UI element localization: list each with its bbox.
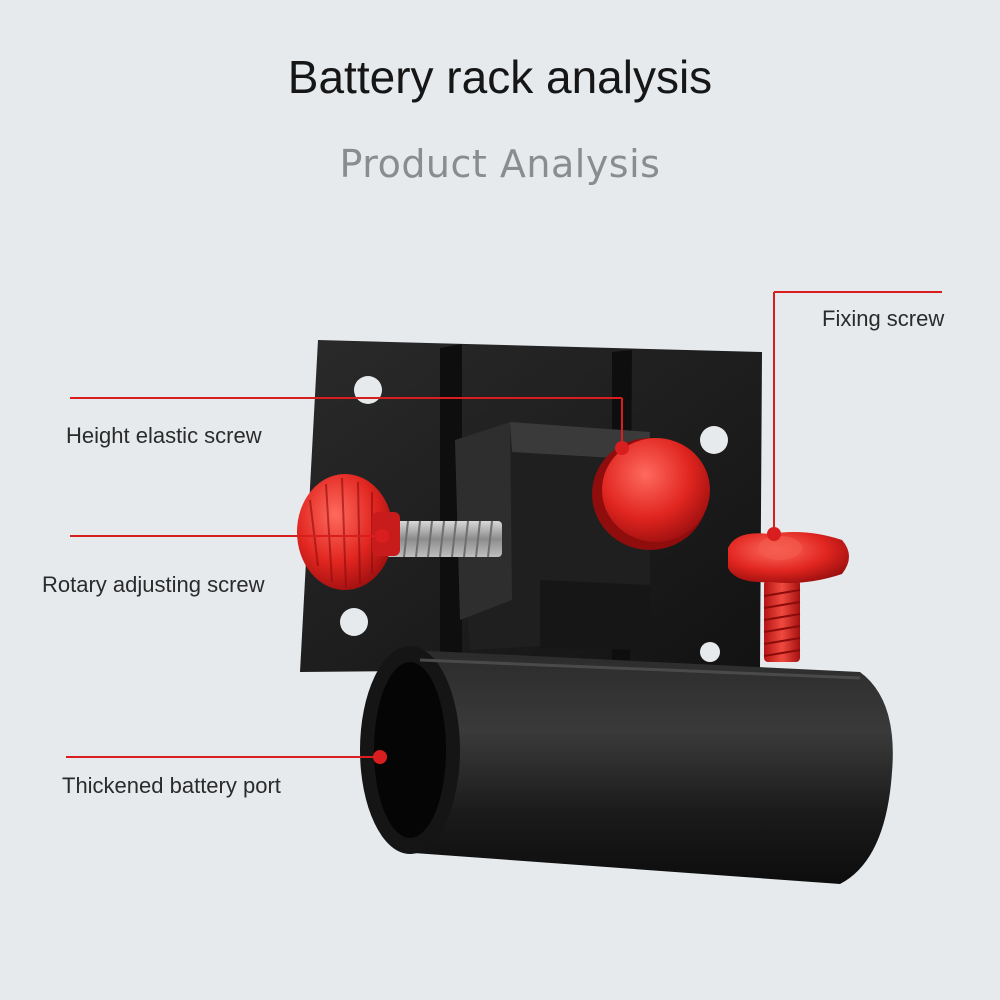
mounting-hole — [700, 426, 728, 454]
callout-fixing-screw — [767, 291, 942, 541]
fixing-screw — [728, 532, 849, 662]
clamp-block — [455, 422, 650, 650]
rotary-screw-thread — [380, 520, 502, 558]
page-title: Battery rack analysis — [287, 51, 713, 103]
mounting-hole — [700, 642, 720, 662]
label-rotary-adjusting-screw: Rotary adjusting screw — [42, 572, 265, 597]
battery-tube — [360, 646, 893, 884]
callout-thickened-battery-port — [66, 750, 387, 764]
label-fixing-screw: Fixing screw — [822, 306, 945, 331]
callout-rotary-adjusting-screw — [70, 529, 389, 543]
label-height-elastic-screw: Height elastic screw — [66, 423, 262, 448]
callout-height-elastic-screw — [70, 397, 629, 455]
mounting-hole — [354, 376, 382, 404]
mounting-hole — [340, 608, 368, 636]
page-subtitle: Product Analysis — [339, 142, 661, 186]
height-elastic-knob — [592, 438, 710, 550]
label-thickened-battery-port: Thickened battery port — [62, 773, 281, 798]
